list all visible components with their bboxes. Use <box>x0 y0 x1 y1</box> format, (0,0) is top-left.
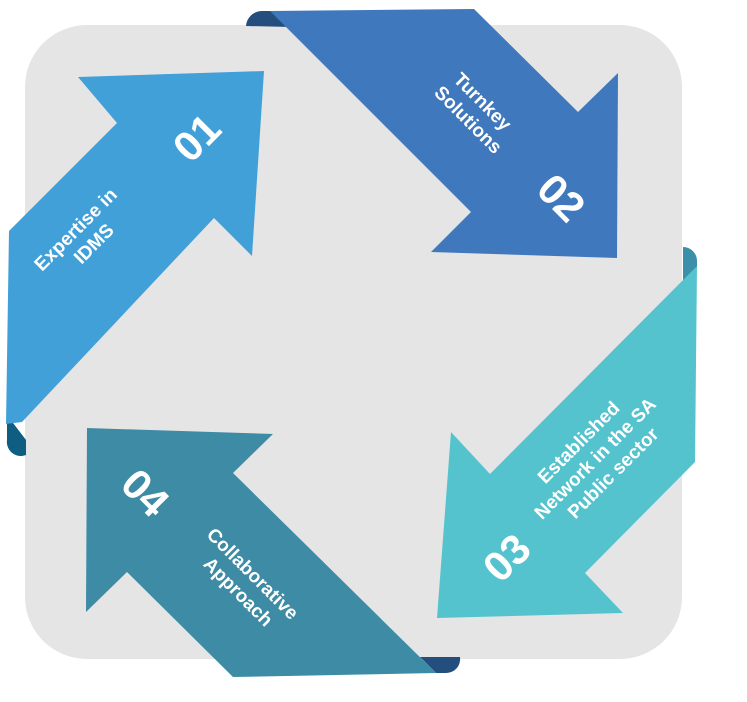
arrow-01-fold <box>6 415 26 456</box>
arrow-03 <box>437 266 697 618</box>
arrow-02-fold <box>246 10 292 27</box>
arrow-02 <box>270 9 618 258</box>
arrow-04 <box>86 428 436 677</box>
arrow-04-fold <box>420 657 461 674</box>
arrow-01 <box>6 71 264 424</box>
arrow-03-fold <box>683 246 698 283</box>
